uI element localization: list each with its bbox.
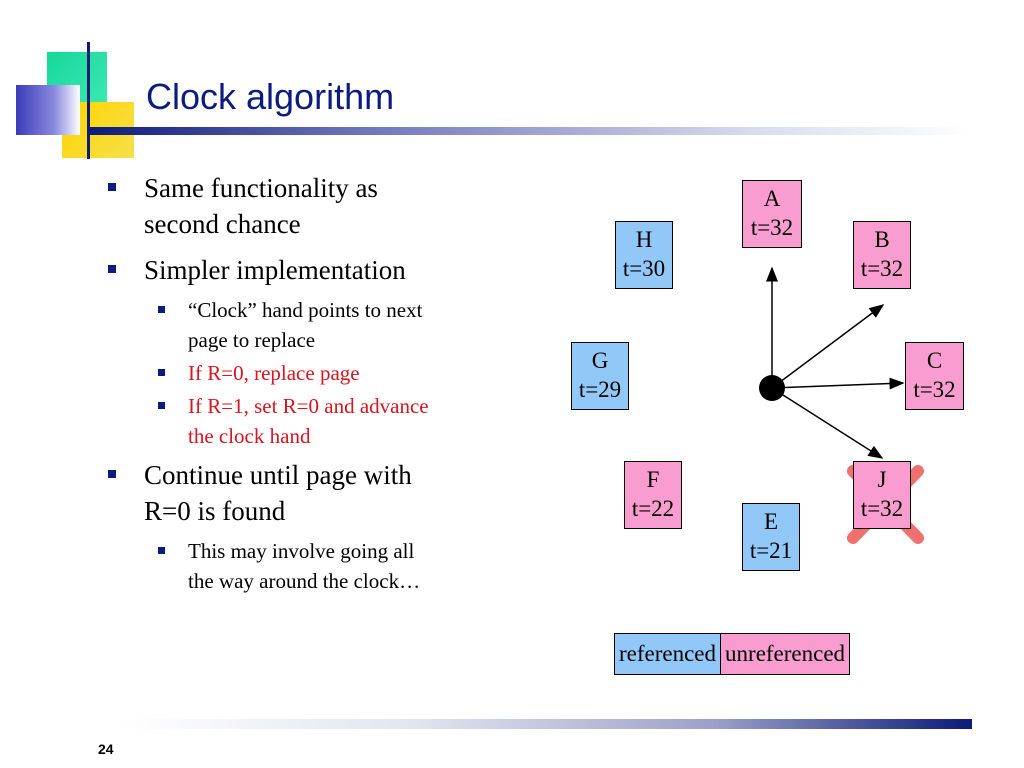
subbullet-r0-replace: If R=0, replace page: [100, 358, 530, 388]
page-node-time: t=29: [578, 377, 622, 402]
page-node-f: F t=22: [624, 461, 682, 529]
bullet-text-line: If R=0, replace page: [188, 361, 360, 385]
page-node-label: G: [591, 348, 609, 373]
page-node-time: t=30: [622, 256, 666, 281]
page-node-g: G t=29: [571, 342, 629, 410]
bullet-simpler-implementation: Simpler implementation: [100, 252, 530, 288]
title-underline: [90, 127, 970, 135]
bullet-text-line: Continue until page with: [144, 460, 412, 490]
page-node-time: t=32: [750, 215, 794, 240]
bullet-text-line: This may involve going all: [188, 539, 415, 563]
page-node-e: E t=21: [742, 503, 800, 571]
bullet-text-line: the clock hand: [188, 424, 311, 448]
page-node-time: t=21: [749, 538, 793, 563]
legend-unreferenced: unreferenced: [721, 634, 850, 674]
page-number: 24: [98, 741, 114, 757]
bullet-text-line: second chance: [144, 209, 301, 239]
legend: referenced unreferenced: [614, 633, 851, 675]
bullet-text-line: If R=1, set R=0 and advance: [188, 394, 429, 418]
bullet-continue-until: Continue until page with R=0 is found: [100, 457, 530, 529]
bullet-marker: [108, 265, 116, 273]
bullet-text-line: “Clock” hand points to next: [188, 298, 423, 322]
page-node-label: F: [646, 467, 660, 492]
page-node-a: A t=32: [742, 180, 802, 248]
bullet-marker: [108, 183, 116, 191]
page-node-time: t=32: [860, 256, 904, 281]
page-node-label: C: [926, 348, 943, 373]
subbullet-clock-hand: “Clock” hand points to next page to repl…: [100, 295, 530, 355]
clock-hub: [759, 375, 785, 401]
page-node-b: B t=32: [853, 221, 911, 289]
bullet-marker: [158, 402, 165, 409]
bullet-list: Same functionality as second chance Simp…: [100, 170, 530, 602]
bullet-text-line: page to replace: [188, 328, 316, 352]
page-node-label: H: [635, 227, 653, 252]
page-node-j: J t=32: [853, 461, 911, 529]
footer-rule: [120, 719, 972, 729]
clock-arrow-to-j: [771, 387, 884, 459]
page-node-h: H t=30: [615, 221, 673, 289]
bullet-marker: [108, 470, 116, 478]
page-node-label: J: [877, 467, 887, 492]
clock-arrow-to-b: [771, 304, 885, 389]
page-node-c: C t=32: [905, 342, 964, 410]
page-node-label: A: [763, 186, 781, 211]
clock-arrow-to-c: [771, 377, 905, 390]
bullet-marker: [158, 547, 165, 554]
bullet-marker: [158, 369, 165, 376]
page-node-time: t=32: [913, 377, 956, 402]
subbullet-go-around: This may involve going all the way aroun…: [100, 536, 530, 596]
bullet-text-line: Simpler implementation: [144, 255, 406, 285]
subbullet-r1-advance: If R=1, set R=0 and advance the clock ha…: [100, 391, 530, 451]
page-node-time: t=32: [860, 496, 904, 521]
logo-vertical-line: [87, 42, 90, 159]
bullet-text-line: R=0 is found: [144, 496, 286, 526]
page-node-label: E: [763, 509, 779, 534]
page-node-label: B: [874, 227, 890, 252]
bullet-marker: [158, 306, 165, 313]
bullet-text-line: Same functionality as: [144, 173, 378, 203]
bullet-text-line: the way around the clock…: [188, 569, 421, 593]
page-node-time: t=22: [631, 496, 675, 521]
bullet-same-functionality: Same functionality as second chance: [100, 170, 530, 242]
slide-title: Clock algorithm: [146, 76, 395, 117]
logo-purple-square: [16, 85, 80, 135]
legend-referenced: referenced: [615, 634, 722, 674]
